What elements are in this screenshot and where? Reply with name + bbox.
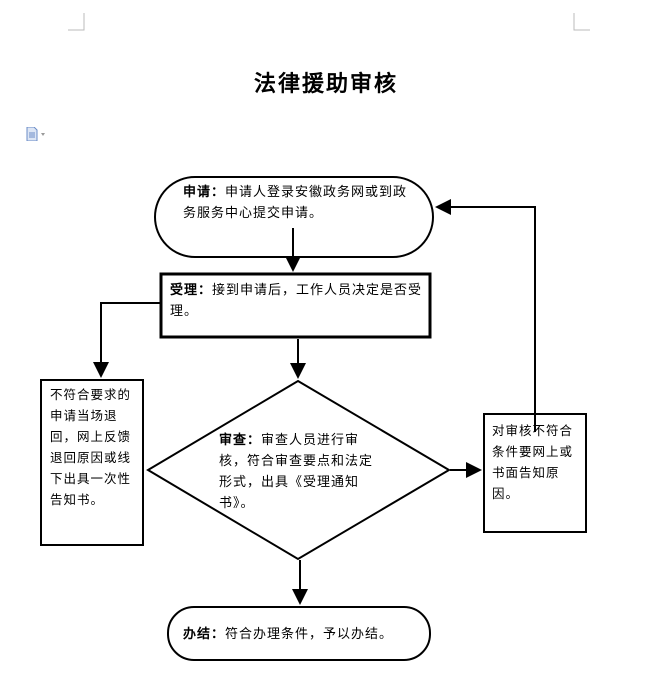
finish-text: 办结：符合办理条件，予以办结。 — [183, 624, 428, 645]
document-options-icon[interactable] — [26, 127, 48, 141]
reject-shape — [40, 379, 144, 546]
finish-label: 办结： — [183, 627, 226, 642]
reject-text: 不符合要求的申请当场退回，网上反馈退回原因或线下出具一次性告知书。 — [50, 387, 132, 507]
arrow-notify-apply — [435, 199, 536, 432]
review-shape — [146, 379, 451, 561]
review-text: 审查：审查人员进行审核，符合审查要点和法定形式，出具《受理通知书》。 — [219, 430, 377, 514]
finish-desc: 符合办理条件，予以办结。 — [225, 627, 394, 642]
arrow-accept-reject — [93, 302, 161, 378]
apply-desc: 申请人登录安徽政务网或到政务服务中心提交申请。 — [183, 185, 408, 221]
apply-text: 申请：申请人登录安徽政务网或到政务服务中心提交申请。 — [183, 182, 419, 224]
page-title: 法律援助审核 — [253, 71, 398, 97]
finish-shape — [167, 606, 431, 661]
notify-text: 对审核不符合条件要网上或书面告知原因。 — [492, 423, 574, 501]
review-label: 审查： — [219, 433, 262, 448]
accept-shape — [159, 272, 432, 339]
accept-text: 受理：接到申请后，工作人员决定是否受理。 — [170, 280, 426, 322]
review-desc: 审查人员进行审核，符合审查要点和法定形式，出具《受理通知书》。 — [219, 433, 374, 511]
apply-label: 申请： — [183, 185, 226, 200]
accept-desc: 接到申请后，工作人员决定是否受理。 — [170, 283, 423, 319]
page-corner-marks — [68, 13, 590, 31]
accept-label: 受理： — [170, 283, 213, 298]
